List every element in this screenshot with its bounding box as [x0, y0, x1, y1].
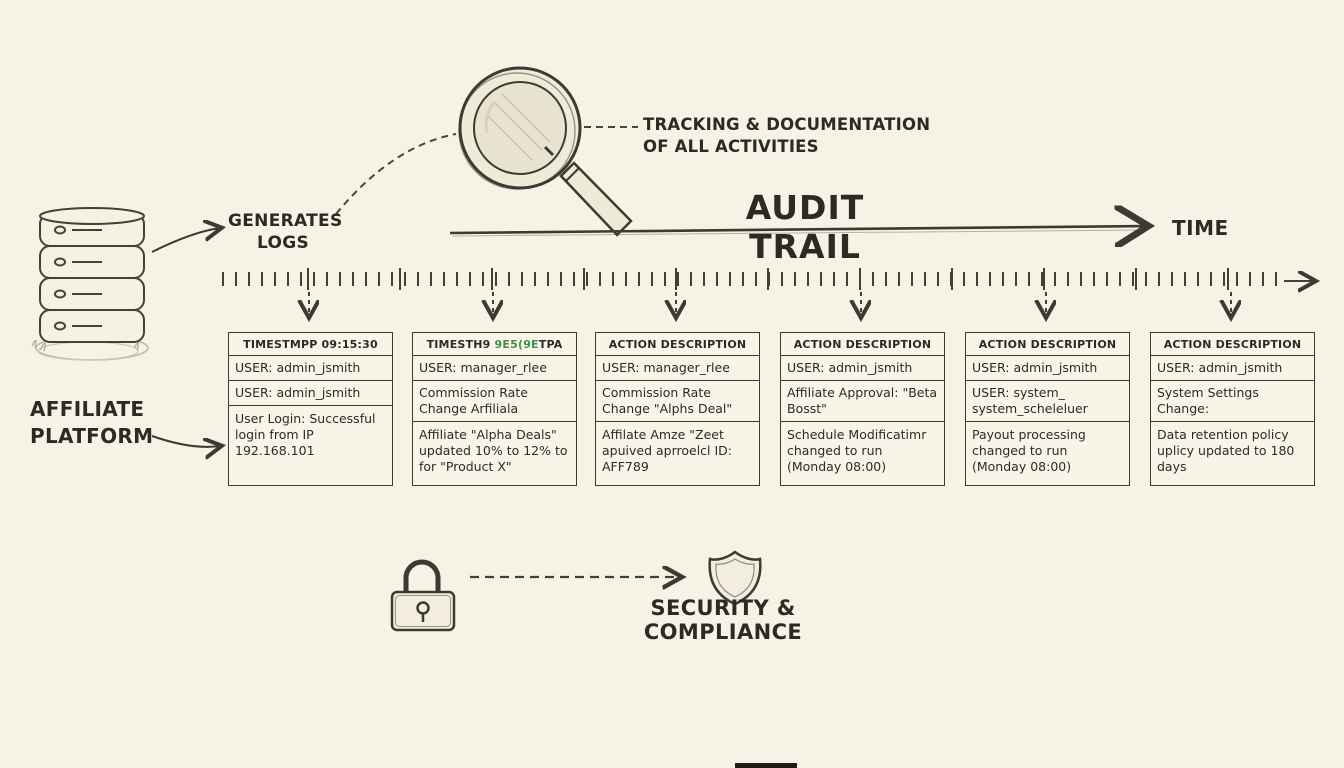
audit-trail-arrow	[449, 226, 1146, 233]
shield-icon	[708, 550, 762, 606]
event-header-text: TIMESTH9	[426, 338, 495, 351]
drop-arrows	[309, 292, 1231, 316]
event-row: Affiliate Approval: "Beta Bosst"	[781, 381, 944, 422]
generates-logs-line2: LOGS	[256, 233, 310, 253]
event-row: USER: manager_rlee	[596, 356, 759, 381]
bottom-edge-mark	[735, 763, 797, 768]
event-row: Commission Rate Change Arfiliala	[413, 381, 576, 422]
event-row: USER: admin_jsmith	[781, 356, 944, 381]
event-header: TIMESTH9 9E5(9ETPA	[413, 333, 576, 356]
logs-to-magnifier-dashed	[335, 133, 457, 215]
event-card: ACTION DESCRIPTION USER: admin_jsmith US…	[965, 332, 1130, 486]
event-card: TIMESTH9 9E5(9ETPA USER: manager_rlee Co…	[412, 332, 577, 486]
db-to-logs-arrow	[151, 228, 220, 253]
generates-logs-label: GENERATES LOGS	[228, 210, 343, 254]
event-header: ACTION DESCRIPTION	[596, 333, 759, 356]
event-card: ACTION DESCRIPTION USER: admin_jsmith Af…	[780, 332, 945, 486]
event-card: ACTION DESCRIPTION USER: admin_jsmith Sy…	[1150, 332, 1315, 486]
audit-trail-arrow-sketch	[451, 229, 1141, 237]
event-description: User Login: Successful login from IP 192…	[235, 411, 376, 458]
security-compliance-label: SECURITY & COMPLIANCE	[643, 596, 803, 644]
event-header: ACTION DESCRIPTION	[966, 333, 1129, 356]
generates-logs-line1: GENERATES	[228, 211, 343, 231]
event-card: TIMESTMPP 09:15:30 USER: admin_jsmith US…	[228, 332, 393, 486]
tracking-note: TRACKING & DOCUMENTATION OF ALL ACTIVITI…	[643, 114, 930, 158]
timeline-tick-strip-tall	[222, 268, 1278, 290]
event-header-text: TIMESTMPP 09:15:30	[243, 338, 378, 351]
event-description: Affilate Amze "Zeet apuived aprroelcl ID…	[602, 427, 733, 474]
event-header-post: TPA	[538, 338, 563, 351]
event-row: System Settings Change:	[1151, 381, 1314, 422]
event-card: ACTION DESCRIPTION USER: manager_rlee Co…	[595, 332, 760, 486]
affiliate-platform-line2: PLATFORM	[30, 424, 154, 448]
event-row: USER: admin_jsmith	[229, 381, 392, 406]
event-description: Schedule Modificatimr changed to run (Mo…	[787, 427, 927, 474]
event-header-text: ACTION DESCRIPTION	[793, 338, 932, 351]
event-description: Data retention policy uplicy updated to …	[1157, 427, 1295, 474]
tracking-note-line1: TRACKING & DOCUMENTATION	[643, 115, 931, 134]
padlock-icon	[390, 559, 456, 632]
magnifier-icon	[458, 66, 633, 237]
event-row: USER: admin_jsmith	[966, 356, 1129, 381]
time-axis-label: TIME	[1172, 216, 1229, 240]
affiliate-platform-label: AFFILIATE PLATFORM	[30, 396, 153, 450]
page-title: AUDIT TRAIL	[745, 188, 865, 266]
platform-arrow	[151, 435, 220, 447]
database-stack-icon	[31, 207, 149, 361]
event-header-text: ACTION DESCRIPTION	[1163, 338, 1302, 351]
affiliate-platform-line1: AFFILIATE	[30, 397, 145, 421]
event-header: ACTION DESCRIPTION	[1151, 333, 1314, 356]
event-row: USER: admin_jsmith	[229, 356, 392, 381]
event-row: Commission Rate Change "Alphs Deal"	[596, 381, 759, 422]
event-row: USER: manager_rlee	[413, 356, 576, 381]
event-header-text: ACTION DESCRIPTION	[608, 338, 747, 351]
event-header-accent: 9E5(9E	[494, 338, 539, 351]
event-row: USER: admin_jsmith	[1151, 356, 1314, 381]
event-description: Affiliate "Alpha Deals" updated 10% to 1…	[419, 427, 568, 474]
tracking-note-line2: OF ALL ACTIVITIES	[643, 137, 819, 156]
event-description: Payout processing changed to run (Monday…	[972, 427, 1086, 474]
event-header: ACTION DESCRIPTION	[781, 333, 944, 356]
event-row: USER: system_ system_scheleluer	[966, 381, 1129, 422]
event-header-text: ACTION DESCRIPTION	[978, 338, 1117, 351]
event-header: TIMESTMPP 09:15:30	[229, 333, 392, 356]
